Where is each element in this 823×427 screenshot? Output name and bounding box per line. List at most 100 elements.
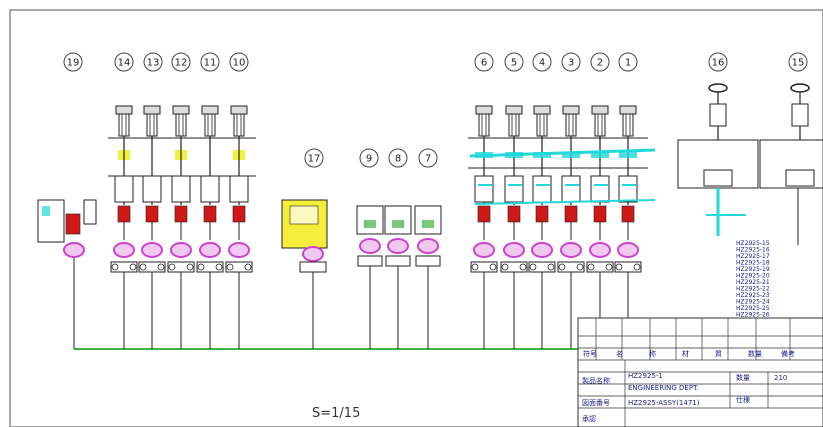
- handwheel: [708, 83, 728, 93]
- valve-body: [561, 175, 581, 203]
- actuator-body: [536, 113, 548, 137]
- bolt: [529, 263, 537, 271]
- actuator-body: [146, 113, 158, 137]
- callout-c8-circle: [388, 148, 408, 168]
- callout-c3-circle: [561, 52, 581, 72]
- small-valve: [356, 205, 384, 349]
- titleblock-head: 材: [682, 349, 689, 358]
- bolt: [197, 263, 205, 271]
- valve-red: [232, 205, 246, 223]
- valve-body: [504, 175, 524, 203]
- actuator-cap: [115, 105, 133, 115]
- valve-assemblies: [37, 83, 823, 350]
- callout-c1-circle: [618, 52, 638, 72]
- small-valve-mark: [392, 220, 404, 228]
- callout-c13: 13: [147, 58, 160, 69]
- controller-panel: [289, 205, 319, 225]
- cyan-band: [562, 152, 580, 158]
- actuator-cap: [562, 105, 580, 115]
- callout-c17-circle: [304, 148, 324, 168]
- bolt: [587, 263, 595, 271]
- title-block: 符号名称材質数量備考製品名称HZ2925-1ENGINEERING DEPT.図…: [577, 317, 823, 427]
- flange-magenta: [560, 242, 582, 258]
- cyan-band: [619, 152, 637, 158]
- actuator-cap: [172, 105, 190, 115]
- tall-body: [785, 169, 815, 187]
- callout-c5-circle: [504, 52, 524, 72]
- actuator-body: [118, 113, 130, 137]
- bolt: [576, 263, 584, 271]
- handwheel: [790, 83, 810, 93]
- valve-body: [142, 175, 162, 203]
- valve-column: [138, 105, 166, 349]
- callout-c11: 11: [204, 58, 217, 69]
- cyan-manifold: [474, 199, 656, 205]
- bolt: [501, 263, 509, 271]
- flange-magenta: [113, 242, 135, 258]
- tall-body: [703, 169, 733, 187]
- bolt: [489, 263, 497, 271]
- titleblock-head: 名: [616, 349, 623, 358]
- valve-red: [477, 205, 491, 223]
- actuator-cap: [591, 105, 609, 115]
- base-fitting: [299, 261, 327, 273]
- callout-c13-circle: [143, 52, 163, 72]
- titleblock-drawing-label: 図面番号: [582, 399, 610, 407]
- valve-column: [586, 105, 614, 349]
- parts-list-item: HZ2925-19: [736, 266, 770, 273]
- valve-body: [114, 175, 134, 203]
- valve-body: [474, 175, 494, 203]
- bolt: [186, 263, 194, 271]
- small-valve: [384, 205, 412, 349]
- callout-c7-circle: [418, 148, 438, 168]
- callout-c10-circle: [229, 52, 249, 72]
- flange-magenta: [302, 246, 324, 262]
- actuator-cap: [475, 105, 493, 115]
- parts-list-item: HZ2925-15: [736, 240, 770, 247]
- callout-c4-circle: [532, 52, 552, 72]
- scale-label: S=1/15: [312, 406, 360, 421]
- valve-red: [174, 205, 188, 223]
- bolt: [157, 263, 165, 271]
- bolt: [471, 263, 479, 271]
- callout-c2-circle: [590, 52, 610, 72]
- valve-red: [65, 213, 81, 235]
- valve-body: [171, 175, 191, 203]
- bolt: [215, 263, 223, 271]
- flange-magenta: [359, 238, 381, 254]
- inlet-unit: [37, 199, 97, 349]
- valve-red: [203, 205, 217, 223]
- callout-c11-circle: [200, 52, 220, 72]
- callout-c6: 6: [481, 58, 487, 69]
- valve-column: [614, 105, 642, 349]
- callout-c15: 15: [792, 58, 805, 69]
- parts-list-item: HZ2925-22: [736, 286, 770, 293]
- titleblock-spec-label: 仕様: [736, 395, 750, 404]
- tall-actuator: [791, 103, 809, 127]
- valve-column: [500, 105, 528, 349]
- small-valve-mark: [422, 220, 434, 228]
- titleblock-head: 備考: [781, 349, 795, 358]
- titleblock-sub-line: ENGINEERING DEPT.: [628, 384, 699, 392]
- valve-red: [507, 205, 521, 223]
- valve-red: [117, 205, 131, 223]
- bolt: [558, 263, 566, 271]
- actuator-cap: [533, 105, 551, 115]
- actuator-cap: [201, 105, 219, 115]
- flange-magenta: [617, 242, 639, 258]
- parts-list-item: HZ2925-26: [736, 312, 770, 319]
- callout-c8: 8: [395, 154, 401, 165]
- cyan-band: [591, 152, 609, 158]
- callout-c3: 3: [568, 58, 574, 69]
- bolt: [615, 263, 623, 271]
- titleblock-qty-value: 210: [774, 374, 787, 382]
- actuator-body: [594, 113, 606, 137]
- callout-c2: 2: [597, 58, 603, 69]
- callout-c1: 1: [625, 58, 631, 69]
- parts-list-item: HZ2925-16: [736, 247, 770, 254]
- actuator-cap: [143, 105, 161, 115]
- base-fitting: [385, 255, 411, 267]
- parts-list-item: HZ2925-25: [736, 305, 770, 312]
- valve-column: [110, 105, 138, 349]
